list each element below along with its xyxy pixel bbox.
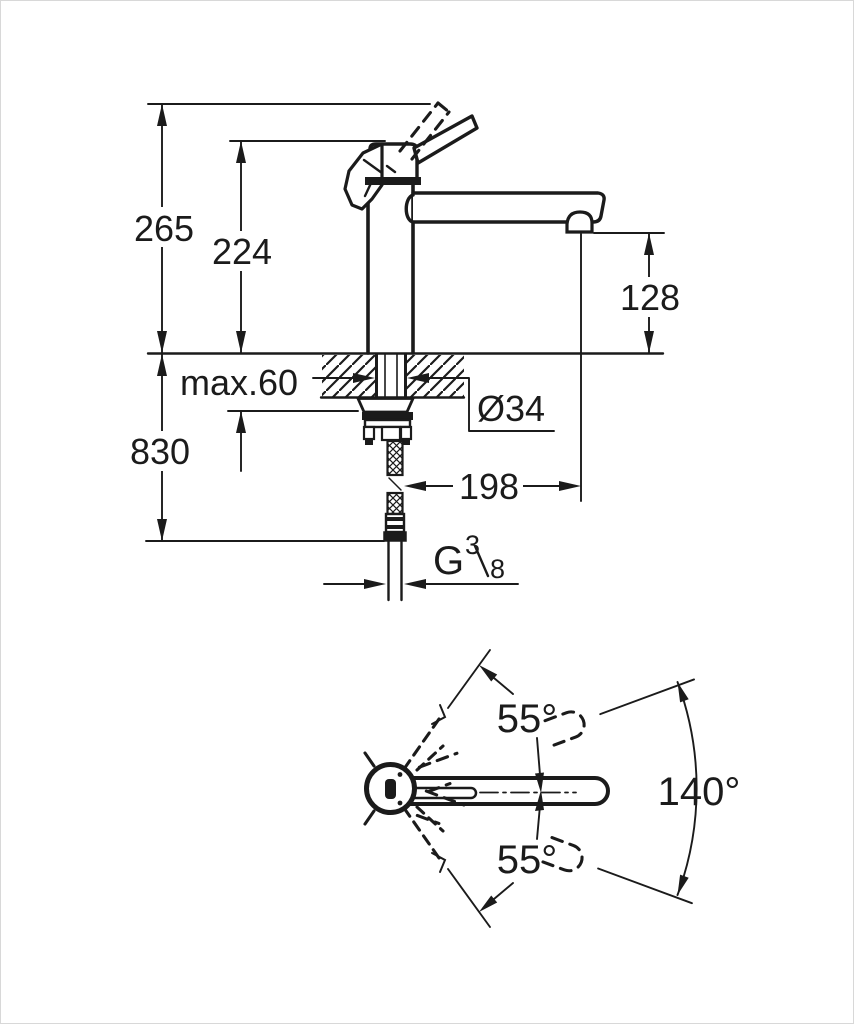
connection-nut [383,531,407,542]
dimension-thread: G 3 8 [323,530,519,589]
dim-128-label: 128 [620,277,680,318]
faucet-outline [343,101,606,355]
spout-swivel-joint [404,193,415,224]
dim-224-label: 224 [212,231,272,272]
dim-198-label: 198 [459,466,519,507]
top-view: 140° 55° 55° [363,649,741,928]
ghost-handle-lower [363,751,491,928]
dim-max60-label: max.60 [180,362,298,403]
thread-prefix: G [433,539,464,583]
mounting-screw-left [362,425,376,441]
dimension-total-height: 265 [131,103,197,354]
lever-raised-dashed [398,101,451,161]
handle-hub [385,779,396,799]
handle-front [343,142,384,211]
ghost-spout-lower [415,789,693,905]
cap-base-ring [365,177,421,185]
dimension-swivel-lower: 55° [479,790,557,912]
flex-hose [383,439,407,602]
dimension-body-height: 224 [209,140,275,354]
lever-top-view [412,786,478,800]
dim-55-lower-label: 55° [497,838,558,882]
side-view: 265 224 128 830 [127,101,684,602]
dim-d34-label: Ø34 [477,388,545,429]
mounting-hardware [355,352,416,445]
hose-fitting [384,512,406,534]
extension-lines [145,103,665,542]
thread-nipple [387,539,403,602]
dimension-swivel-total: 140° [658,681,741,896]
mounting-screw-right [399,425,413,441]
aerator-outlet [565,210,594,234]
dimension-below-deck: 830 [127,353,194,542]
hose-crimp [380,425,402,442]
dimension-spout-clearance: 128 [616,232,684,354]
dim-55-upper-label: 55° [497,697,558,741]
dim-140-label: 140° [658,770,741,814]
thread-denominator: 8 [490,554,505,584]
washer-plate [362,412,413,420]
dimension-deck-thickness: max.60 Ø34 [180,362,555,472]
thread-numerator: 3 [465,530,480,560]
cone-washer [355,397,416,414]
dimension-swivel-upper: 55° [479,665,557,793]
dim-265-label: 265 [134,208,194,249]
lever-handle [412,114,479,165]
dimension-spout-reach: 198 [404,466,581,507]
dim-830-label: 830 [130,431,190,472]
